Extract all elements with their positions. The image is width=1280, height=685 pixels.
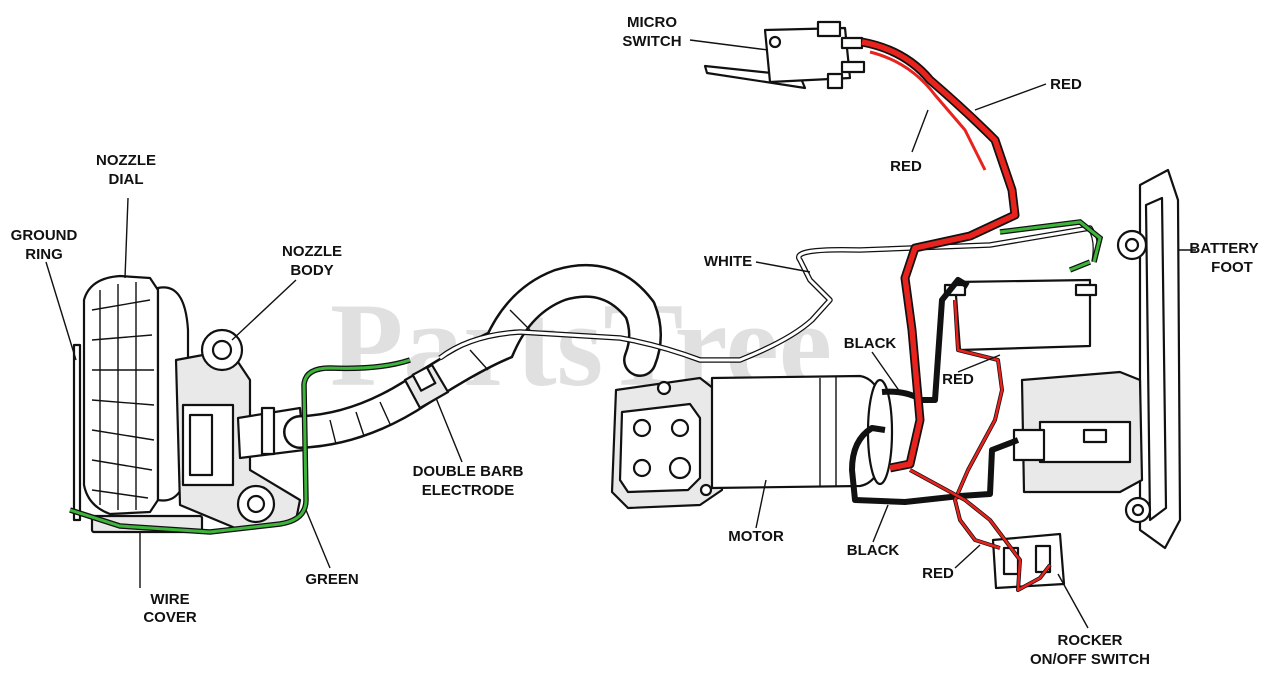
label-battery-foot-1: BATTERY bbox=[1189, 240, 1258, 257]
leader-lines bbox=[45, 39, 1196, 629]
label-wire-cover-1: WIRE bbox=[150, 591, 189, 608]
label-micro-switch-1: MICRO bbox=[627, 14, 677, 31]
label-ground-ring-2: RING bbox=[25, 246, 63, 263]
label-red-bottom: RED bbox=[922, 565, 954, 582]
white-wire bbox=[438, 225, 1099, 363]
label-battery-foot-2: FOOT bbox=[1211, 259, 1253, 276]
hose-assembly bbox=[283, 263, 662, 449]
nozzle-dial bbox=[82, 274, 160, 516]
label-rocker-switch-1: ROCKER bbox=[1057, 632, 1122, 649]
label-black-top: BLACK bbox=[844, 335, 897, 352]
label-nozzle-body-2: BODY bbox=[290, 262, 333, 279]
label-double-barb-1: DOUBLE BARB bbox=[413, 463, 524, 480]
label-nozzle-dial-1: NOZZLE bbox=[96, 152, 156, 169]
green-wire bbox=[69, 219, 1104, 535]
terminal-block-part bbox=[943, 278, 1098, 352]
label-rocker-switch-2: ON/OFF SWITCH bbox=[1030, 651, 1150, 668]
label-wire-cover-2: COVER bbox=[143, 609, 197, 626]
label-double-barb-2: ELECTRODE bbox=[422, 482, 515, 499]
nozzle-assembly bbox=[72, 274, 306, 534]
label-green: GREEN bbox=[305, 571, 358, 588]
motor-body bbox=[710, 374, 890, 490]
red-wire bbox=[861, 37, 1052, 592]
black-wire bbox=[849, 277, 1020, 505]
label-red-mid: RED bbox=[942, 371, 974, 388]
label-white: WHITE bbox=[704, 253, 752, 270]
label-micro-switch-2: SWITCH bbox=[622, 33, 681, 50]
rocker-switch-part bbox=[991, 532, 1066, 590]
ground-ring bbox=[72, 343, 82, 522]
white-wire-core bbox=[439, 226, 1097, 362]
label-motor: MOTOR bbox=[728, 528, 784, 545]
callout-labels: MICRO SWITCH RED RED NOZZLE DIAL GROUND … bbox=[11, 14, 1259, 668]
label-black-bottom: BLACK bbox=[847, 542, 900, 559]
label-nozzle-dial-2: DIAL bbox=[109, 171, 144, 188]
battery-foot-part bbox=[1012, 168, 1182, 550]
micro-switch-part bbox=[703, 20, 866, 90]
label-ground-ring-1: GROUND bbox=[11, 227, 78, 244]
label-red-top-right: RED bbox=[1050, 76, 1082, 93]
pump-motor-assembly bbox=[610, 374, 894, 510]
label-nozzle-body-1: NOZZLE bbox=[282, 243, 342, 260]
label-red-top: RED bbox=[890, 158, 922, 175]
